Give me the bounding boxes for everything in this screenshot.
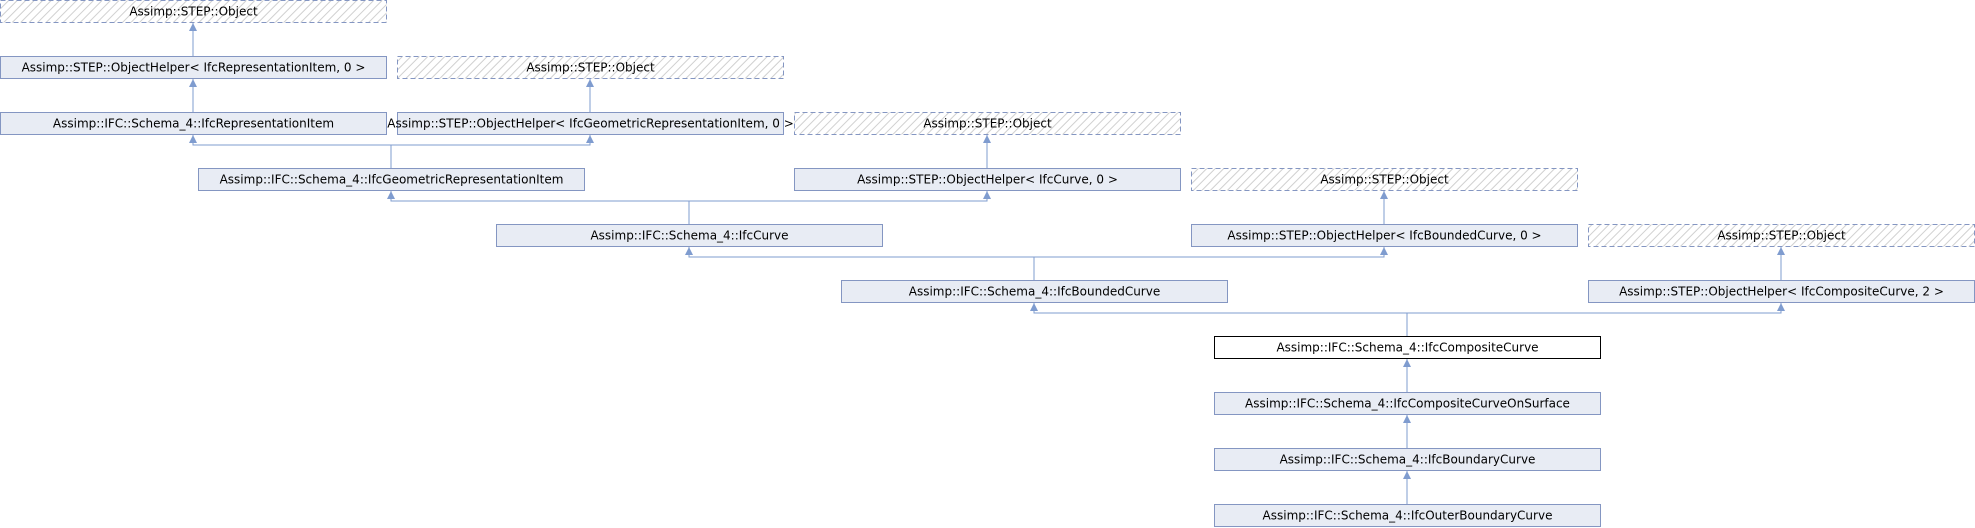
- class-node-box: [198, 168, 585, 191]
- class-node[interactable]: Assimp::IFC::Schema_4::IfcBoundaryCurve: [1214, 448, 1601, 471]
- class-node-label: Assimp::STEP::ObjectHelper< IfcGeometric…: [387, 117, 794, 131]
- class-node[interactable]: Assimp::IFC::Schema_4::IfcCurve: [496, 224, 883, 247]
- class-node-label: Assimp::IFC::Schema_4::IfcOuterBoundaryC…: [1263, 509, 1553, 523]
- class-node-label: Assimp::IFC::Schema_4::IfcCompositeCurve: [1276, 341, 1538, 355]
- class-node-box: [0, 112, 387, 135]
- class-node-label: Assimp::STEP::ObjectHelper< IfcComposite…: [1619, 285, 1944, 299]
- class-node-label: Assimp::IFC::Schema_4::IfcCurve: [590, 229, 788, 243]
- class-node-box: [397, 112, 784, 135]
- class-node-box: [1191, 168, 1578, 191]
- class-node[interactable]: Assimp::STEP::ObjectHelper< IfcComposite…: [1588, 280, 1975, 303]
- class-node-label: Assimp::IFC::Schema_4::IfcCompositeCurve…: [1245, 397, 1570, 411]
- class-node[interactable]: Assimp::STEP::ObjectHelper< IfcBoundedCu…: [1191, 224, 1578, 247]
- class-node-label: Assimp::STEP::Object: [1717, 229, 1846, 243]
- external-class-node[interactable]: Assimp::STEP::Object: [397, 56, 784, 79]
- class-node-label: Assimp::IFC::Schema_4::IfcGeometricRepre…: [220, 173, 564, 187]
- class-node-label: Assimp::STEP::Object: [923, 117, 1052, 131]
- external-class-node[interactable]: Assimp::STEP::Object: [1588, 224, 1975, 247]
- class-node-label: Assimp::STEP::ObjectHelper< IfcCurve, 0 …: [857, 173, 1118, 187]
- class-node-box: [1214, 448, 1601, 471]
- external-class-node[interactable]: Assimp::STEP::Object: [1191, 168, 1578, 191]
- inheritance-edge: [189, 135, 392, 168]
- class-node-box: [841, 280, 1228, 303]
- class-node-box: [496, 224, 883, 247]
- class-node-label: Assimp::IFC::Schema_4::IfcBoundedCurve: [909, 285, 1160, 299]
- edges-layer: [189, 23, 1785, 504]
- class-node-box: [1214, 336, 1601, 359]
- inheritance-edge: [1033, 247, 1388, 280]
- class-node[interactable]: Assimp::IFC::Schema_4::IfcOuterBoundaryC…: [1214, 504, 1601, 527]
- inheritance-edge: [1406, 303, 1785, 336]
- class-node-box: [0, 56, 387, 79]
- class-node-box: [1214, 392, 1601, 415]
- inheritance-edge: [688, 191, 991, 224]
- class-node-box: [794, 112, 1181, 135]
- class-node[interactable]: Assimp::IFC::Schema_4::IfcGeometricRepre…: [198, 168, 585, 191]
- class-node[interactable]: Assimp::STEP::ObjectHelper< IfcRepresent…: [0, 56, 387, 79]
- class-node-box: [1191, 224, 1578, 247]
- class-node[interactable]: Assimp::IFC::Schema_4::IfcRepresentation…: [0, 112, 387, 135]
- inheritance-edge: [390, 135, 594, 168]
- class-node-label: Assimp::STEP::ObjectHelper< IfcRepresent…: [22, 61, 366, 75]
- class-node-box: [1214, 504, 1601, 527]
- class-node-label: Assimp::IFC::Schema_4::IfcRepresentation…: [53, 117, 334, 131]
- class-node-label: Assimp::STEP::Object: [129, 5, 258, 19]
- class-node-box: [0, 0, 387, 23]
- class-node-label: Assimp::IFC::Schema_4::IfcBoundaryCurve: [1280, 453, 1536, 467]
- class-node[interactable]: Assimp::IFC::Schema_4::IfcCompositeCurve…: [1214, 392, 1601, 415]
- class-node-label: Assimp::STEP::Object: [1320, 173, 1449, 187]
- class-node[interactable]: Assimp::STEP::ObjectHelper< IfcCurve, 0 …: [794, 168, 1181, 191]
- current-class-node: Assimp::IFC::Schema_4::IfcCompositeCurve: [1214, 336, 1601, 359]
- class-node-label: Assimp::STEP::Object: [526, 61, 655, 75]
- class-node-label: Assimp::STEP::ObjectHelper< IfcBoundedCu…: [1227, 229, 1541, 243]
- external-class-node[interactable]: Assimp::STEP::Object: [794, 112, 1181, 135]
- class-node[interactable]: Assimp::IFC::Schema_4::IfcBoundedCurve: [841, 280, 1228, 303]
- inheritance-edge: [387, 191, 690, 224]
- class-node[interactable]: Assimp::STEP::ObjectHelper< IfcGeometric…: [387, 112, 794, 135]
- class-node-box: [397, 56, 784, 79]
- inheritance-edge: [1030, 303, 1408, 336]
- external-class-node[interactable]: Assimp::STEP::Object: [0, 0, 387, 23]
- inheritance-edge: [685, 247, 1035, 280]
- class-node-box: [794, 168, 1181, 191]
